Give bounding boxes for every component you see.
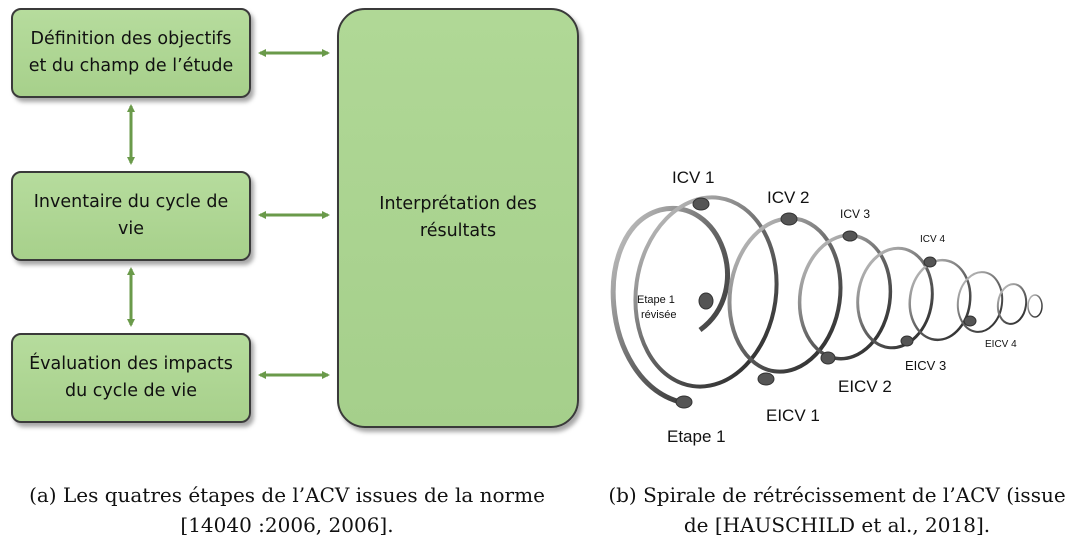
label-eicv1: EICV 1 xyxy=(766,406,820,425)
box-inventory: Inventaire du cycle de vie xyxy=(11,171,251,261)
label-etape1: Etape 1 xyxy=(667,427,726,446)
box-impact-assessment-label: Évaluation des impacts du cycle de vie xyxy=(29,354,233,401)
label-icv2: ICV 2 xyxy=(767,188,810,207)
box-impact-assessment: Évaluation des impacts du cycle de vie xyxy=(11,333,251,423)
box-inventory-label: Inventaire du cycle de vie xyxy=(33,192,229,239)
spiral-markers xyxy=(675,197,977,409)
spiral xyxy=(610,195,1043,405)
box-goal-scope: Définition des objectifs et du champ de … xyxy=(11,8,251,98)
box-goal-scope-label: Définition des objectifs et du champ de … xyxy=(28,29,234,76)
box-interpretation: Interprétation des résultats xyxy=(337,8,579,428)
label-icv1: ICV 1 xyxy=(672,168,715,187)
caption-a: (a) Les quatres étapes de l’ACV issues d… xyxy=(29,483,545,537)
box-interpretation-label: Interprétation des résultats xyxy=(379,194,537,241)
label-eicv4: EICV 4 xyxy=(985,339,1017,350)
label-etape1-revisee-line2: révisée xyxy=(641,309,676,321)
caption-b: (b) Spirale de rétrécissement de l’ACV (… xyxy=(608,483,1066,537)
label-eicv2: EICV 2 xyxy=(838,377,892,396)
label-eicv3: EICV 3 xyxy=(905,358,946,373)
label-icv3: ICV 3 xyxy=(840,207,870,221)
label-etape1-revisee-line1: Etape 1 xyxy=(637,294,675,306)
label-icv4: ICV 4 xyxy=(920,234,945,245)
